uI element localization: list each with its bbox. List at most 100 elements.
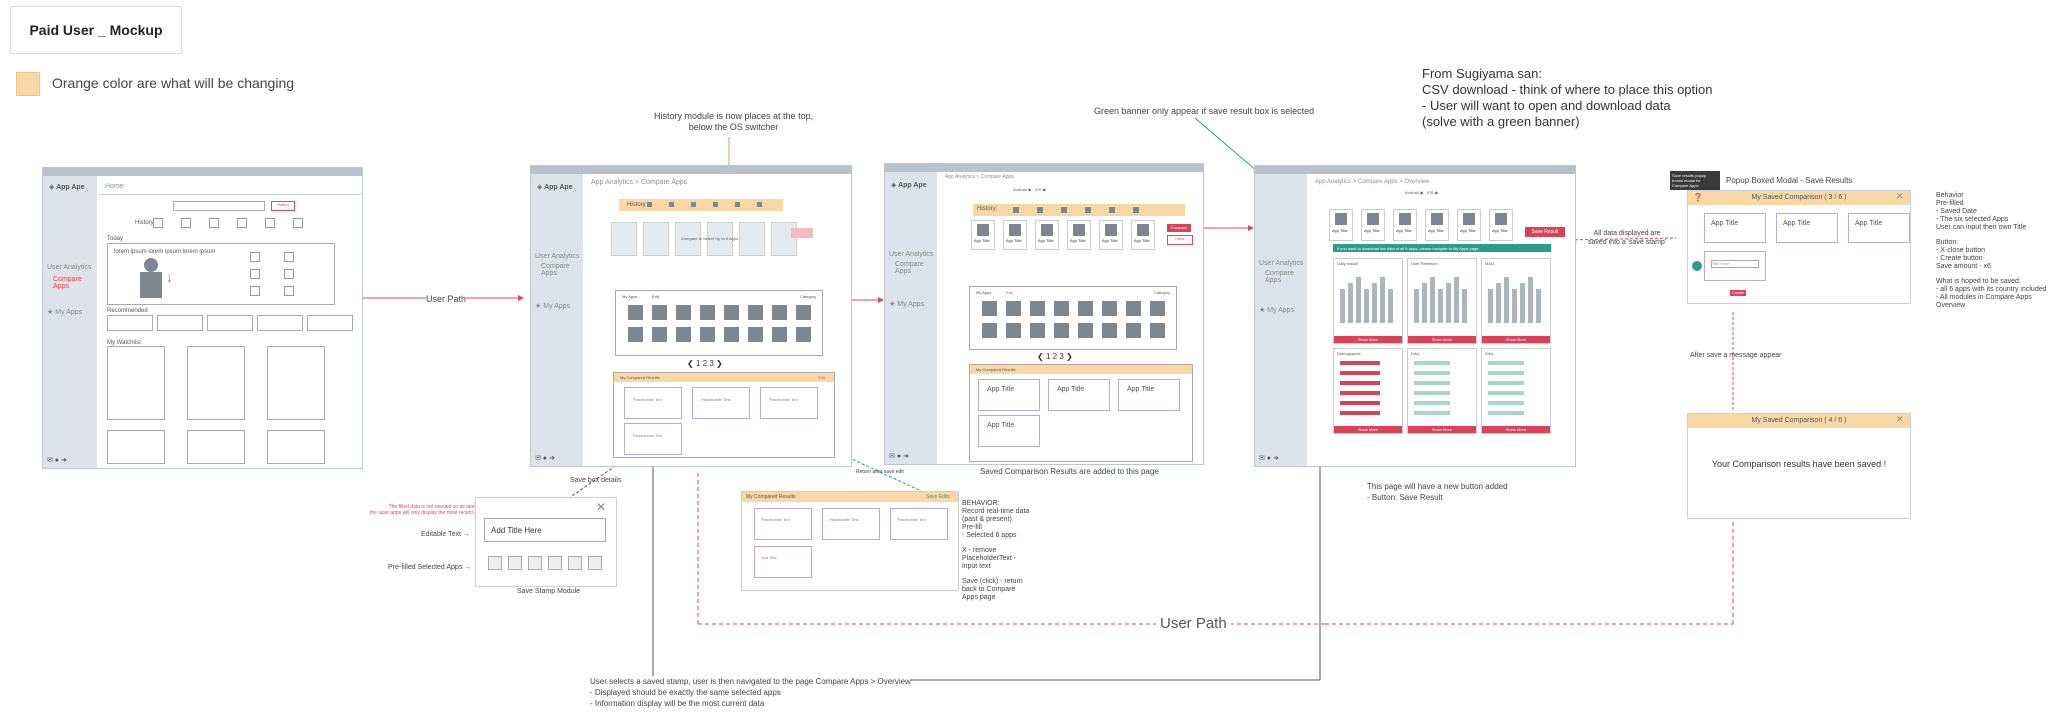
today-app-item[interactable] bbox=[250, 252, 260, 262]
app-tile[interactable] bbox=[652, 327, 667, 342]
filter-row[interactable] bbox=[1013, 265, 1123, 273]
selected-app[interactable]: App Title bbox=[1035, 220, 1059, 250]
selected-app[interactable]: App Title bbox=[1329, 209, 1353, 241]
filter-row[interactable] bbox=[659, 268, 769, 276]
save-result-button[interactable]: Save Result bbox=[1525, 227, 1565, 237]
history-app-icon[interactable] bbox=[1085, 207, 1091, 213]
recommended-item[interactable] bbox=[307, 315, 353, 331]
show-more-button[interactable]: Show More bbox=[1482, 426, 1550, 433]
tab-my-apps[interactable]: My Apps bbox=[976, 290, 991, 295]
result-card[interactable]: App Title bbox=[978, 379, 1040, 411]
os-switcher[interactable]: Android ◉ iOS ◉ bbox=[1405, 190, 1438, 195]
sidebar-item-compare-apps[interactable]: Compare Apps bbox=[895, 261, 937, 275]
sidebar-item-my-apps[interactable]: ★ My Apps bbox=[1259, 306, 1294, 314]
today-app-item[interactable] bbox=[284, 269, 294, 279]
top-button[interactable]: Button bbox=[271, 201, 295, 211]
app-tile[interactable] bbox=[1078, 301, 1093, 316]
compare-slot[interactable] bbox=[643, 222, 669, 256]
history-app-icon[interactable] bbox=[713, 202, 718, 207]
chevron-left-icon[interactable]: ❮ bbox=[1037, 352, 1044, 361]
history-item[interactable] bbox=[209, 218, 219, 228]
history-item[interactable] bbox=[265, 218, 275, 228]
app-tile[interactable] bbox=[700, 305, 715, 320]
sidebar-item-user-analytics[interactable]: User Analytics bbox=[1259, 260, 1303, 267]
watchlist-card[interactable] bbox=[267, 430, 325, 464]
download-banner[interactable]: If you want to download the data of all … bbox=[1333, 244, 1551, 252]
sidebar-item-my-apps[interactable]: ★ My Apps bbox=[47, 308, 82, 316]
app-tile[interactable] bbox=[748, 327, 763, 342]
result-card[interactable]: Add Title bbox=[754, 546, 812, 578]
watchlist-card[interactable] bbox=[267, 346, 325, 420]
close-icon[interactable]: ✕ bbox=[1896, 414, 1904, 425]
chevron-right-icon[interactable]: ❯ bbox=[716, 359, 723, 368]
app-tile[interactable] bbox=[772, 327, 787, 342]
selected-app[interactable]: App Title bbox=[1099, 220, 1123, 250]
app-tile[interactable] bbox=[652, 305, 667, 320]
category-select[interactable]: Category bbox=[800, 294, 816, 299]
chevron-left-icon[interactable]: ❮ bbox=[687, 359, 694, 368]
page-1[interactable]: 1 bbox=[1046, 352, 1050, 361]
page-2[interactable]: 2 bbox=[703, 359, 707, 368]
app-tile[interactable] bbox=[982, 301, 997, 316]
today-app-item[interactable] bbox=[250, 286, 260, 296]
app-tile[interactable] bbox=[1102, 301, 1117, 316]
app-tile[interactable] bbox=[1030, 301, 1045, 316]
add-icon[interactable] bbox=[1692, 261, 1702, 271]
nav-home[interactable]: Home bbox=[105, 183, 124, 190]
history-app-icon[interactable] bbox=[647, 202, 652, 207]
history-app-icon[interactable] bbox=[1037, 207, 1043, 213]
app-tile[interactable] bbox=[796, 305, 811, 320]
app-tile[interactable] bbox=[1054, 323, 1069, 338]
app-tile[interactable] bbox=[1150, 301, 1165, 316]
selected-app[interactable]: App Title bbox=[1489, 209, 1513, 241]
result-card[interactable]: App Title bbox=[1118, 379, 1180, 411]
watchlist-card[interactable] bbox=[187, 346, 245, 420]
watchlist-card[interactable] bbox=[187, 430, 245, 464]
results-edit[interactable]: Edit bbox=[818, 375, 825, 380]
close-icon[interactable]: ✕ bbox=[596, 500, 606, 514]
selected-app[interactable]: App Title bbox=[1457, 209, 1481, 241]
recommended-item[interactable] bbox=[207, 315, 253, 331]
page-3[interactable]: 3 bbox=[1059, 352, 1063, 361]
new-save-card[interactable]: Title Here bbox=[1704, 251, 1766, 281]
search-input[interactable] bbox=[173, 201, 265, 211]
compare-slot[interactable] bbox=[611, 222, 637, 256]
history-app-icon[interactable] bbox=[1061, 207, 1067, 213]
os-switcher[interactable]: Android ◉ iOS ◉ bbox=[1013, 187, 1046, 192]
app-tile[interactable] bbox=[1150, 323, 1165, 338]
result-card[interactable]: Placeholder Text bbox=[754, 508, 812, 540]
chevron-right-icon[interactable]: ❯ bbox=[1066, 352, 1073, 361]
sidebar-item-compare-apps[interactable]: Compare Apps bbox=[541, 263, 583, 277]
app-tile[interactable] bbox=[982, 323, 997, 338]
clear-button[interactable]: Clear bbox=[1167, 235, 1193, 245]
saved-card[interactable]: App Title bbox=[1848, 213, 1910, 243]
watchlist-card[interactable] bbox=[107, 430, 165, 464]
show-more-button[interactable]: Show More bbox=[1408, 426, 1476, 433]
recommended-item[interactable] bbox=[107, 315, 153, 331]
result-card[interactable]: Placeholder Text bbox=[822, 508, 880, 540]
sidebar-item-user-analytics[interactable]: User Analytics bbox=[535, 253, 579, 260]
app-tile[interactable] bbox=[1054, 301, 1069, 316]
selected-app[interactable]: App Title bbox=[1003, 220, 1027, 250]
today-app-item[interactable] bbox=[284, 252, 294, 262]
history-app-icon[interactable] bbox=[1133, 207, 1139, 213]
saved-card[interactable]: App Title bbox=[1776, 213, 1838, 243]
app-tile[interactable] bbox=[676, 327, 691, 342]
history-app-icon[interactable] bbox=[1013, 207, 1019, 213]
history-app-icon[interactable] bbox=[757, 202, 762, 207]
sidebar-item-my-apps[interactable]: ★ My Apps bbox=[535, 302, 570, 310]
app-tile[interactable] bbox=[1006, 301, 1021, 316]
app-tile[interactable] bbox=[796, 327, 811, 342]
saved-card[interactable]: App Title bbox=[1704, 213, 1766, 243]
selected-app[interactable]: App Title bbox=[1425, 209, 1449, 241]
show-more-button[interactable]: Show More bbox=[1334, 336, 1402, 343]
selected-app[interactable]: App Title bbox=[1067, 220, 1091, 250]
page-2[interactable]: 2 bbox=[1053, 352, 1057, 361]
sidebar-item-compare-apps[interactable]: Compare Apps bbox=[1265, 270, 1307, 284]
app-tile[interactable] bbox=[1126, 301, 1141, 316]
page-1[interactable]: 1 bbox=[696, 359, 700, 368]
sidebar-item-my-apps[interactable]: ★ My Apps bbox=[889, 300, 924, 308]
app-tile[interactable] bbox=[1126, 323, 1141, 338]
create-button[interactable]: Create bbox=[1730, 290, 1746, 296]
result-card[interactable]: Placeholder Text bbox=[624, 423, 682, 455]
